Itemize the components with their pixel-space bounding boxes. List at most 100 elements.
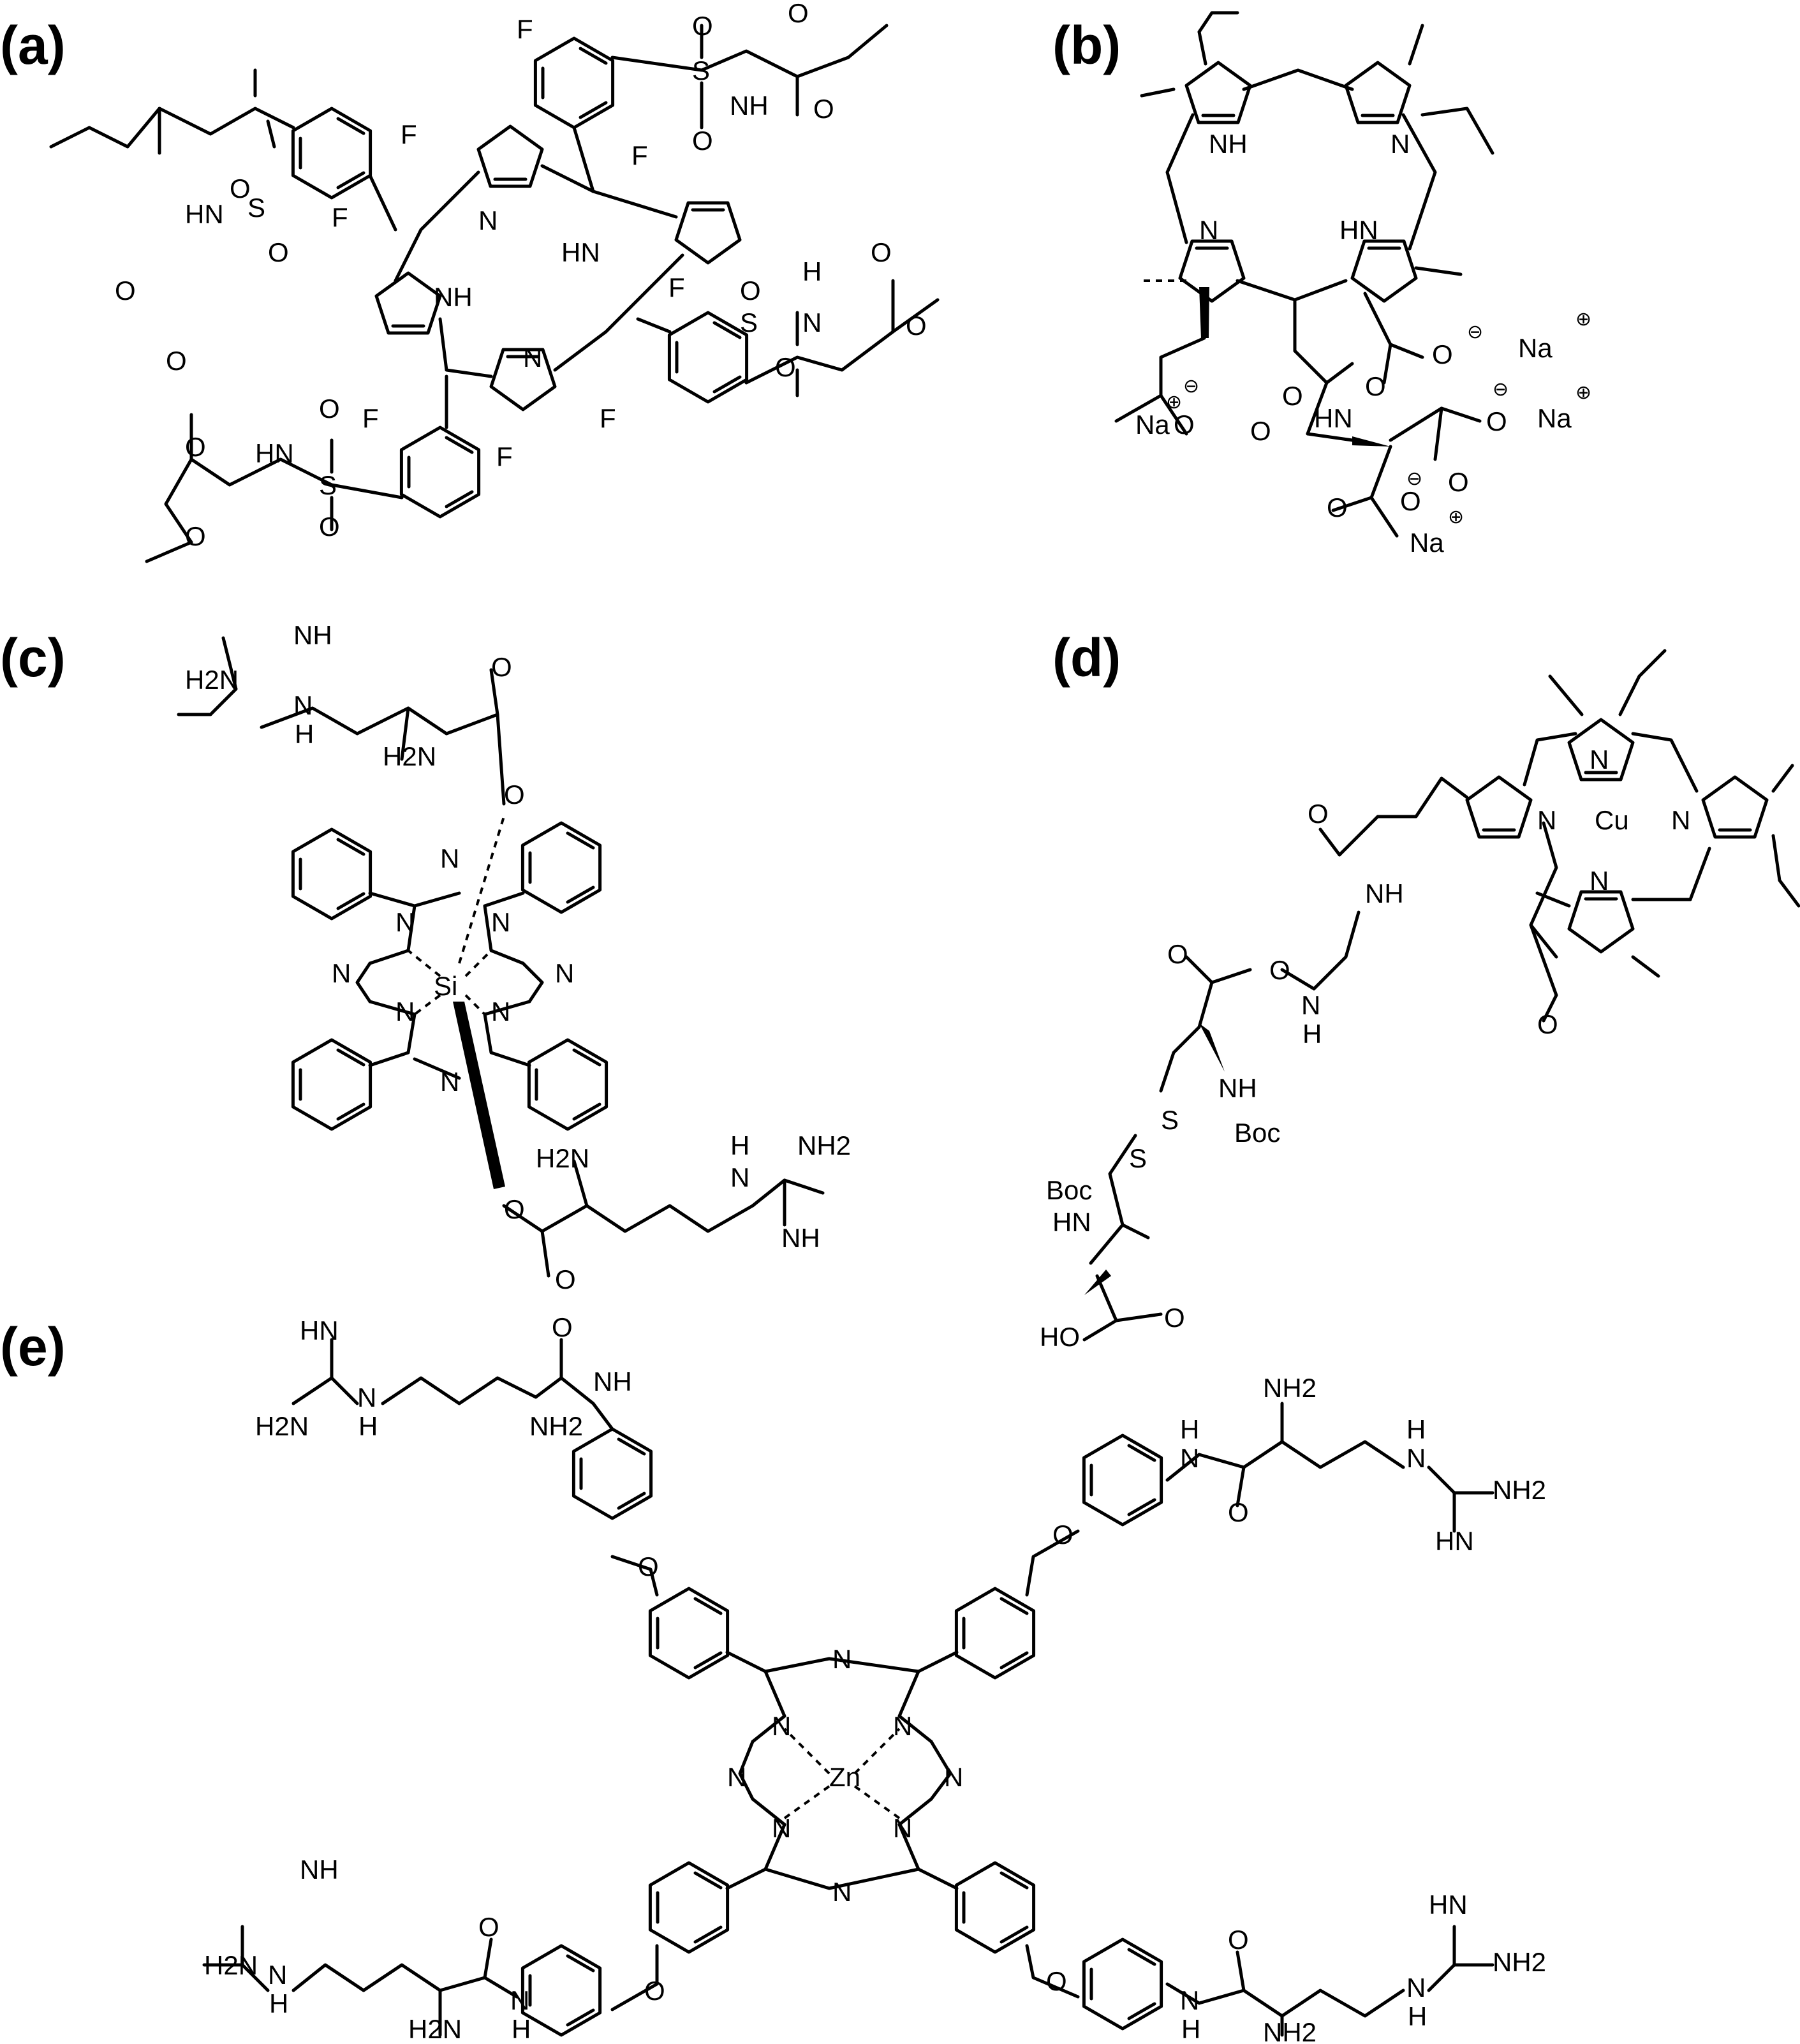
pyrrole-ring: [1352, 241, 1416, 301]
atom-o: O: [268, 237, 289, 267]
atom-s: S: [1129, 1143, 1147, 1173]
atom-h: H: [1181, 2014, 1200, 2044]
benzene-ring: [1084, 1939, 1161, 2029]
difluorophenyl-ring: [293, 108, 370, 198]
panel-label-e: (e): [0, 1317, 66, 1377]
atom-labels-c: Si N N N N N N N N O O H2N NH H2N N H H2…: [185, 620, 851, 1294]
atom-hn: HN: [1339, 215, 1378, 245]
pyrrole-ring: [676, 203, 740, 263]
atom-o: O: [504, 780, 525, 810]
atom-o: O: [319, 512, 340, 542]
atom-nh2: NH2: [1263, 2017, 1317, 2044]
atom-n: N: [491, 907, 510, 937]
benzene-ring: [522, 1946, 600, 2035]
pyrrole-ring: [1467, 777, 1531, 837]
atom-n: N: [832, 1644, 852, 1674]
atom-n: N: [1590, 866, 1609, 896]
atom-o: O: [1228, 1497, 1249, 1527]
charge-cation: ⊕: [1575, 309, 1591, 330]
pyrrole-ring: [478, 126, 542, 186]
panel-label-d: (d): [1052, 628, 1121, 688]
atom-n: N: [1406, 1973, 1426, 2003]
atom-o: O: [1164, 1303, 1185, 1333]
atom-nh2: NH2: [529, 1411, 583, 1441]
benzene-ring: [573, 1429, 651, 1518]
charge-anion: ⊖: [1406, 468, 1422, 489]
atom-hn: HN: [1429, 1890, 1468, 1920]
atom-n: N: [893, 1711, 912, 1741]
atom-h: H: [269, 1988, 288, 2018]
atom-h2n: H2N: [408, 2014, 462, 2044]
atom-n: N: [772, 1813, 791, 1843]
atom-o: O: [166, 346, 187, 376]
pyrrole-ring: [376, 273, 440, 333]
atom-o: O: [740, 276, 761, 306]
atom-hn: HN: [1435, 1526, 1474, 1556]
benzene-ring: [956, 1589, 1033, 1678]
atom-h: H: [295, 719, 314, 749]
atom-n: N: [730, 1162, 749, 1192]
charge-cation: ⊕: [1448, 507, 1464, 528]
atom-n: N: [1180, 1443, 1199, 1473]
atom-h: H: [1302, 1019, 1322, 1049]
atom-n: N: [1590, 744, 1609, 774]
atom-o: O: [638, 1552, 659, 1581]
atom-n: N: [332, 958, 351, 988]
atom-o: O: [185, 521, 206, 551]
atom-o: O: [552, 1312, 573, 1342]
benzene-ring: [650, 1589, 727, 1678]
atom-nh2: NH2: [797, 1130, 851, 1160]
atom-h: H: [802, 256, 822, 286]
atom-labels-b: NH N N HN O ⊖ Na ⊕ O O HN O O ⊖ Na ⊕ O ⊖…: [1135, 129, 1591, 558]
atom-f: F: [496, 441, 513, 471]
atom-o: O: [644, 1976, 665, 2006]
atom-o: O: [692, 126, 713, 156]
structure-e: Zn N N N N N N N N O O O O O NH NH2 HN H…: [202, 1312, 1546, 2044]
structure-a: F F F F F F F F NH HN NH HN HN H N N N S…: [49, 0, 940, 563]
atom-nh2: NH2: [1263, 1373, 1317, 1403]
atom-h2n: H2N: [383, 741, 436, 771]
atom-o: O: [1537, 1009, 1558, 1039]
structure-c: Si N N N N N N N N O O H2N NH H2N N H H2…: [177, 620, 851, 1294]
atom-h2n: H2N: [204, 1950, 258, 1980]
atom-h: H: [1408, 2001, 1427, 2031]
structure-d: Cu N N N N O O NH O N H O NH Boc S S Boc…: [1040, 649, 1800, 1352]
structure-b: NH N N HN O ⊖ Na ⊕ O O HN O O ⊖ Na ⊕ O ⊖…: [1114, 11, 1591, 558]
atom-n: N: [727, 1762, 746, 1792]
atom-s: S: [247, 193, 265, 223]
atom-n: N: [555, 958, 574, 988]
difluorophenyl-ring: [401, 427, 478, 517]
atom-h: H: [730, 1130, 749, 1160]
atom-zn: Zn: [829, 1762, 860, 1792]
atom-n: N: [1391, 129, 1410, 159]
atom-nh: NH: [434, 282, 473, 312]
atom-nh2: NH2: [1493, 1475, 1546, 1505]
benzene-ring: [956, 1863, 1033, 1952]
panel-label-a: (a): [0, 15, 66, 75]
benzene-ring: [529, 1040, 606, 1129]
benzene-ring: [293, 829, 370, 919]
atom-h: H: [1406, 1414, 1426, 1444]
atom-o: O: [478, 1912, 499, 1942]
atom-o: O: [1327, 492, 1348, 522]
atom-o: O: [1448, 467, 1469, 497]
atom-s: S: [692, 56, 710, 85]
atom-hn: HN: [300, 1315, 339, 1345]
atom-labels-e: Zn N N N N N N N N O O O O O NH NH2 HN H…: [204, 1312, 1546, 2044]
charge-cation: ⊕: [1575, 382, 1591, 403]
atom-n: N: [772, 1711, 791, 1741]
atom-h: H: [1180, 1414, 1199, 1444]
atom-f: F: [332, 202, 348, 232]
atom-o: O: [1052, 1520, 1073, 1550]
atom-o: O: [1282, 381, 1303, 411]
atom-nh: NH: [1209, 129, 1248, 159]
difluorophenyl-ring: [535, 38, 612, 128]
atom-o: O: [1228, 1925, 1249, 1955]
atom-o: O: [813, 94, 834, 124]
atom-n: N: [1199, 215, 1218, 245]
atom-n: N: [523, 343, 542, 373]
atom-n: N: [357, 1382, 376, 1412]
atom-o: O: [906, 311, 927, 341]
atom-o: O: [1269, 955, 1290, 985]
benzene-ring: [650, 1863, 727, 1952]
